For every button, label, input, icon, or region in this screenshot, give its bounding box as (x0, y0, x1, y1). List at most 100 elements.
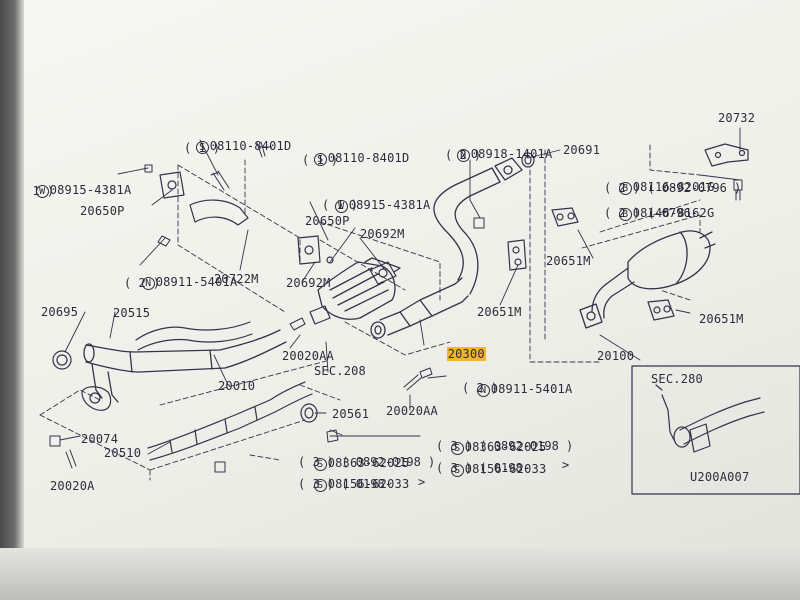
prefix-circle: W (35, 185, 49, 198)
prefix-circle: S (313, 479, 327, 492)
callout-c1-qty: ( 1 ) (184, 141, 221, 155)
callout-c5-qty: ( 1 ) (322, 198, 359, 212)
part-label-20650P-b: 20650P (305, 214, 350, 228)
diagram-code: U200A007 (690, 470, 750, 484)
prefix-circle: S (313, 153, 327, 166)
sec280-inset (631, 365, 800, 495)
callout-c8-qty: ( 2 ) ( 0892-0796 ) (604, 181, 742, 195)
prefix-circle: N (456, 149, 470, 162)
front-pipe (83, 329, 287, 403)
rubber-mount-left (159, 171, 185, 199)
bracket-20722M (189, 199, 249, 226)
callout-c6-qty: ( 2 ) (124, 276, 161, 290)
part-label-sec208: SEC.208 (314, 364, 366, 378)
prefix-circle: B (618, 208, 632, 221)
monitor-bezel-bottom (0, 548, 800, 600)
part-label-20651M-c: 20651M (699, 312, 744, 326)
bracket-mark-a: > (418, 475, 426, 489)
bracket-mark-b: > (562, 458, 570, 472)
part-label-20651M-b: 20651M (477, 305, 522, 319)
hanger-rubber-a (551, 207, 579, 227)
prefix-circle: N (476, 384, 490, 397)
callout-c13-qty: ( 3 ) ( 0198- (436, 461, 530, 475)
part-number: 08915-4381A (49, 183, 132, 197)
part-label-20300: 20300 (417, 335, 486, 374)
rubber-mount-mid (297, 235, 334, 265)
part-label-20732: 20732 (718, 111, 756, 125)
hanger-rubber-c (647, 299, 675, 321)
gasket-20692M-b (309, 305, 331, 325)
callout-c3-qty: ( 2 ) (445, 148, 482, 162)
part-label-20510: 20510 (104, 446, 142, 460)
part-label-20010: 20010 (218, 379, 256, 393)
part-label-20650P-a: 20650P (80, 204, 125, 218)
clamp-20561 (300, 403, 318, 423)
mid-pipe (433, 157, 523, 295)
part-label-20515: 20515 (113, 306, 151, 320)
part-label-20020A: 20020A (50, 479, 95, 493)
prefix-circle: S (450, 442, 464, 455)
prefix-circle: S (313, 458, 327, 471)
part-label-20020AA-b: 20020AA (386, 404, 438, 418)
center-pipe-20300 (370, 277, 469, 339)
part-number: 08363-62025 (327, 456, 410, 470)
muffler-20100 (579, 230, 716, 329)
part-label-20722M: 20722M (214, 272, 259, 286)
part-label-20692M: 20692M (360, 227, 405, 241)
gasket-20695 (52, 350, 72, 370)
manifold-flange (81, 386, 112, 411)
part-label-20020AA-a: 20020AA (282, 349, 334, 363)
hanger-rubber-b (507, 239, 527, 271)
part-number: 08363-62025 (464, 440, 547, 454)
part-number: 08116-8201G (632, 180, 715, 194)
part-label-20651M-a: 20651M (546, 254, 591, 268)
heat-shield (147, 381, 313, 461)
part-label-20695: 20695 (41, 305, 79, 319)
callout-c7-qty: ( 2 ) (462, 381, 499, 395)
part-number: 08918-1401A (470, 147, 553, 161)
dashed-guides (39, 144, 701, 481)
part-label-20074: 20074 (81, 432, 119, 446)
monitor-bezel-left (0, 0, 24, 600)
prefix-circle: S (450, 464, 464, 477)
bolts (49, 141, 743, 473)
callout-c12-qty: ( 3 ) ( 0892-0198 ) (436, 439, 574, 453)
part-label-20100: 20100 (597, 349, 635, 363)
pipe-20515 (135, 321, 253, 351)
part-number: 08915-4381A (348, 198, 431, 212)
part-number: 08156-62033 (327, 477, 410, 491)
part-number: 08146-8162G (632, 206, 715, 220)
prefix-circle: N (141, 277, 155, 290)
part-number: 08110-8401D (327, 151, 410, 165)
prefix-circle: W (334, 200, 348, 213)
bracket-20732 (704, 143, 749, 167)
gasket-20691 (521, 152, 535, 168)
part-number: 08156-62033 (464, 462, 547, 476)
prefix-circle: B (618, 182, 632, 195)
part-label-sec280: SEC.280 (651, 372, 703, 386)
callout-c11-qty: ( 3 ) ( 0198- (298, 477, 392, 491)
callout-c9-qty: ( 2 ) ( 0796- (604, 206, 698, 220)
callout-c10-qty: ( 3 ) ( 0892-0198 ) (298, 455, 436, 469)
part-number: 08911-5401A (155, 275, 238, 289)
part-number: 08110-8401D (209, 139, 292, 153)
callout-c2-qty: ( 1 ) (302, 153, 339, 167)
part-number: 08911-5401A (490, 382, 573, 396)
highlighted-part-20300: 20300 (446, 347, 486, 361)
prefix-circle: S (195, 141, 209, 154)
